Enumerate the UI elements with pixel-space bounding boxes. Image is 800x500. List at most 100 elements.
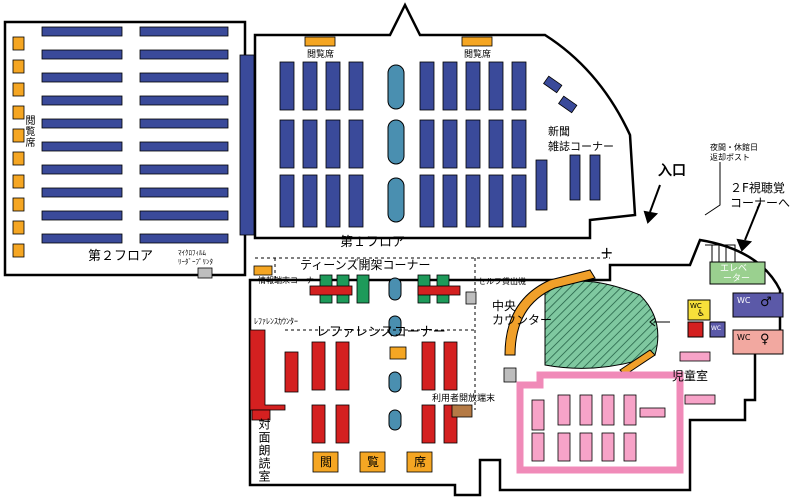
wc-small-red	[687, 321, 704, 338]
floor1-label: 第１フロア	[340, 235, 406, 250]
bottom-seat-label-1: 閲	[320, 455, 333, 469]
kids-seats-right	[639, 351, 716, 418]
reading-seats-label-right: 閲覧席	[464, 50, 492, 60]
floor2-shelf	[139, 95, 229, 106]
info-terminal-label: 情報端末コーナー	[258, 276, 322, 285]
floor1-shelf	[279, 61, 295, 111]
reference-counter-label: ﾚﾌｧﾚﾝｽｶｳﾝﾀｰ	[254, 317, 298, 326]
floor2-shelf-vertical	[239, 54, 255, 236]
floor2-shelf	[41, 26, 123, 37]
central-counter-label-1: 中央	[492, 299, 517, 313]
kids-seat	[557, 394, 571, 426]
wc-small-blue	[709, 321, 726, 338]
reference-shelf	[311, 404, 326, 444]
wc-small-label: WC	[711, 325, 722, 332]
elevator-label-1: エレベ	[720, 264, 748, 274]
wc-men	[732, 292, 784, 318]
floor2-shelf	[41, 210, 123, 221]
floor2-shelf	[41, 118, 123, 129]
kids-seat	[579, 432, 593, 462]
floor2-seat	[12, 105, 25, 120]
floor1-shelf	[348, 174, 364, 228]
display-cylinders	[387, 64, 405, 431]
floor2-shelf	[139, 118, 229, 129]
floor1-shelf	[488, 119, 504, 169]
floor1-shelf	[535, 159, 548, 211]
elevator-label-2: ーター	[723, 274, 751, 284]
floor1-shelf	[488, 174, 504, 228]
woman-icon: ♀	[760, 332, 770, 347]
floor1-shelf	[442, 119, 458, 169]
floor1-shelf	[348, 119, 364, 169]
kids-seat	[531, 399, 545, 431]
floor2-shelf	[139, 187, 229, 198]
floor1-shelf	[442, 61, 458, 111]
kids-seat	[601, 394, 615, 426]
floor1-shelf	[465, 61, 481, 111]
night-return-label-1: 夜間・休館日	[710, 143, 758, 152]
floor1-seat-top-right	[461, 36, 493, 47]
newspaper-label: 新聞	[548, 125, 570, 138]
floor2-seat	[12, 59, 25, 74]
floor1-shelf	[511, 61, 527, 111]
bottom-seat-label-2: 覧	[367, 455, 380, 469]
elevator	[709, 261, 766, 285]
entrance-label: 入口	[658, 163, 686, 179]
floor2-seat	[12, 151, 25, 166]
floor2-shelves	[41, 26, 255, 244]
floor2-shelf	[139, 49, 229, 60]
teens-corner-label: ティーンズ開架コーナー	[300, 258, 431, 272]
floor2-shelf	[41, 95, 123, 106]
reading-seats-label-vertical: 閲覧席	[23, 115, 34, 148]
kids-seat	[601, 432, 615, 462]
self-checkout-label: セルフ貸出機	[478, 277, 526, 286]
floor2-shelf	[41, 72, 123, 83]
zone-borders	[255, 257, 610, 410]
microfilm-label-2: ﾘｰﾀﾞｰﾌﾟﾘﾝﾀ	[178, 258, 213, 266]
kids-seat	[557, 432, 571, 462]
floor1-shelf	[348, 61, 364, 111]
central-counter-label-2: カウンター	[492, 313, 553, 327]
floor1-shelf	[442, 174, 458, 228]
av-corner-label-2: コーナーへ	[730, 196, 791, 210]
floor1-shelves	[279, 61, 548, 228]
central-counter-desk	[504, 269, 596, 356]
magazine-label: 雑誌コーナー	[548, 140, 614, 153]
floor2-seat	[12, 174, 25, 189]
floor1-shelf	[488, 61, 504, 111]
reference-shelf	[335, 341, 350, 391]
kids-room-label: 児童室	[672, 369, 709, 383]
svg-text:+: +	[600, 243, 613, 262]
floor2-shelf	[41, 233, 123, 244]
floor1-shelf	[465, 119, 481, 169]
kids-seats	[531, 394, 637, 462]
floor2-shelf	[41, 49, 123, 60]
kids-seat	[623, 394, 637, 426]
floor1-shelf	[419, 119, 435, 169]
floor2-seat	[12, 82, 25, 97]
floor1-shelf	[325, 119, 341, 169]
face-reading-label: 対面朗読室	[257, 418, 271, 483]
reference-shelves	[284, 285, 461, 444]
reference-shelf	[421, 404, 436, 444]
walls	[3, 2, 782, 497]
reference-shelf	[335, 404, 350, 444]
reading-seats-bottom	[253, 265, 433, 473]
floor1-shelf	[465, 174, 481, 228]
wc-men-label: WC	[737, 296, 751, 305]
kiosks	[197, 267, 517, 383]
user-terminal-label: 利用者開放端末	[432, 394, 496, 404]
night-return-label-2: 返却ポスト	[710, 153, 750, 162]
microfilm-label-1: ﾏｲｸﾛﾌｨﾙﾑ	[178, 249, 206, 257]
floor2-seat	[12, 197, 25, 212]
reference-shelf	[284, 351, 299, 393]
floor1-shelf	[511, 119, 527, 169]
floor1-shelf	[325, 61, 341, 111]
floor2-shelf	[139, 141, 229, 152]
reference-shelf	[311, 341, 326, 391]
floor1-shelf	[511, 174, 527, 228]
floor1-shelf	[302, 174, 318, 228]
floor2-shelf	[139, 72, 229, 83]
